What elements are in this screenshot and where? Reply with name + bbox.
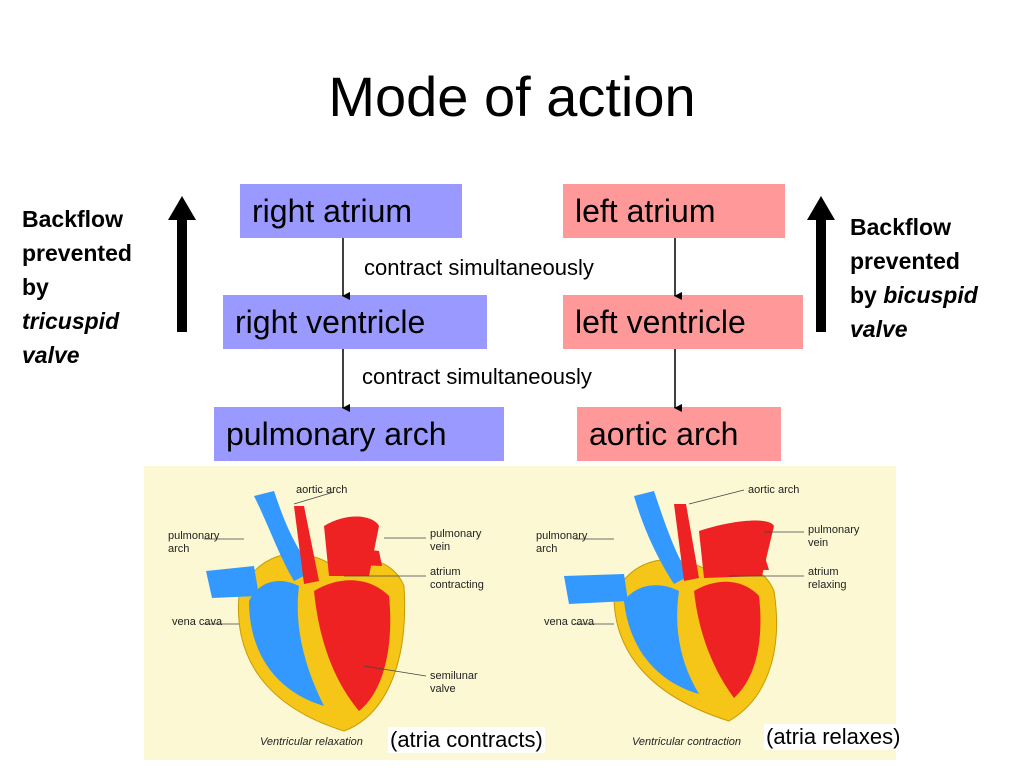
heart-relaxation [206,491,406,732]
contract-note-atria: contract simultaneously [364,255,594,280]
caption-relaxation: Ventricular relaxation [260,736,363,748]
left-note-line3: by [22,274,49,300]
label-aortic-arch-left: aortic arch [296,484,348,496]
box-pulmonary-arch: pulmonary arch [214,407,504,461]
label-atrium-right: atrium relaxing [808,566,847,591]
label-pulmonary-arch-right: pulmonary arch [536,530,588,555]
box-right-atrium: right atrium [240,184,462,238]
right-note-line1: Backflow [850,214,951,240]
box-aortic-arch: aortic arch [577,407,781,461]
right-note-line4: valve [850,316,908,342]
left-backflow-note: Backflow prevented by tricuspid valve [22,202,132,372]
label-semilunar-valve: semilunar valve [430,670,478,695]
left-note-line1: Backflow [22,206,123,232]
label-atrium-left: atrium contracting [430,566,484,591]
heart-figure: aortic arch pulmonary arch pulmonary vei… [144,466,896,760]
label-vena-cava-left: vena cava [172,616,223,628]
label-pulmonary-vein-left: pulmonary vein [430,528,482,553]
right-backflow-note: Backflow prevented by bicuspid valve [850,210,978,346]
heart-contraction [564,491,778,722]
heart-diagrams [204,489,804,732]
page-title: Mode of action [328,65,696,128]
box-left-atrium: left atrium [563,184,785,238]
up-arrow-right [807,196,835,332]
label-vena-cava-right: vena cava [544,616,595,628]
caption-contraction: Ventricular contraction [632,736,742,748]
left-note-valve: tricuspid [22,308,120,334]
right-note-valve: bicuspid [883,282,978,308]
right-note-by: by [850,282,877,308]
label-pulmonary-arch-left: pulmonary arch [168,530,220,555]
right-note-line2: prevented [850,248,960,274]
left-note-line2: prevented [22,240,132,266]
contract-note-ventricles: contract simultaneously [362,364,592,389]
box-right-ventricle: right ventricle [223,295,487,349]
box-left-ventricle: left ventricle [563,295,803,349]
atria-contracts-note: (atria contracts) [388,727,545,753]
left-note-line5: valve [22,342,80,368]
label-aortic-arch-right: aortic arch [748,484,800,496]
leader-lines [204,489,804,677]
atria-relaxes-note: (atria relaxes) [764,724,903,750]
up-arrow-left [168,196,196,332]
label-pulmonary-vein-right: pulmonary vein [808,524,860,549]
